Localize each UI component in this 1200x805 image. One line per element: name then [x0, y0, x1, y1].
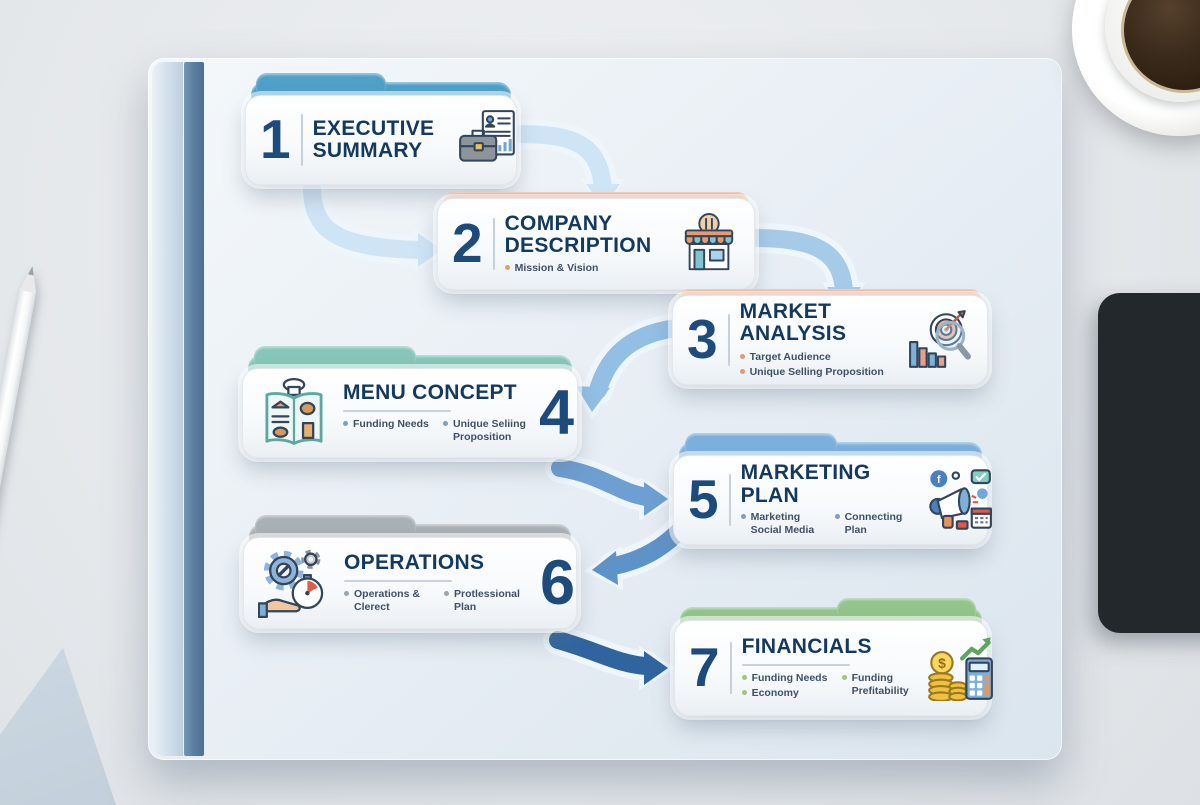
- svg-text:f: f: [937, 474, 941, 486]
- bullet-dot: [741, 689, 747, 695]
- coins-calculator-icon: $: [926, 635, 994, 701]
- tablet-screen: [1111, 307, 1200, 619]
- bullet-item: Funding Needs: [343, 418, 429, 444]
- step-number: 1: [260, 108, 291, 171]
- bullet-dot: [741, 674, 747, 680]
- bullet-dot: [739, 368, 745, 374]
- bullet-dot: [443, 420, 448, 426]
- bullet-dot: [834, 514, 840, 520]
- gears-stopwatch-icon: [258, 548, 332, 618]
- step-card-operations: OPERATIONS Operations & Clerect Protless…: [243, 515, 577, 629]
- step-card-company-description: 2 COMPANY DESCRIPTION Mission & Vision: [437, 192, 755, 290]
- bullet-item: Funding Needs: [741, 672, 828, 685]
- bullet-item: Mission & Vision: [504, 262, 598, 275]
- bullet-dot: [841, 674, 847, 680]
- step-card-market-analysis: 3 MARKET ANALYSIS Target Audience Unique…: [672, 289, 988, 385]
- bullet-dot: [504, 264, 510, 270]
- step-title: OPERATIONS: [344, 551, 485, 575]
- megaphone-social-icon: f: [925, 468, 993, 532]
- bullet-item: Protlessional Plan: [444, 588, 530, 614]
- number-divider: [729, 642, 732, 694]
- bullet-item: Funding Prefitability: [841, 672, 916, 698]
- briefcase-document-icon: [455, 109, 521, 171]
- step-number: 2: [452, 212, 483, 275]
- board-spine-highlight: [152, 62, 183, 756]
- bullet-dot: [344, 590, 349, 596]
- step-title: EXECUTIVE SUMMARY: [312, 116, 435, 162]
- step-title: MARKET ANALYSIS: [739, 299, 847, 346]
- tablet: [1098, 293, 1200, 633]
- bullet-dot: [739, 353, 745, 359]
- title-rule: [343, 409, 451, 412]
- title-rule: [344, 579, 452, 582]
- bullet-item: Unique Seliing Proposition: [443, 418, 529, 444]
- storefront-icon: [678, 213, 740, 275]
- target-analysis-icon: [907, 309, 973, 371]
- step-title: COMPANY DESCRIPTION: [504, 211, 652, 258]
- step-number: 3: [687, 308, 718, 371]
- bullet-dot: [444, 590, 449, 596]
- bullet-item: Target Audience: [739, 351, 884, 364]
- step-title: MARKETING PLAN: [740, 461, 871, 507]
- stylus-pencil: [0, 264, 41, 645]
- board-spine: [184, 62, 204, 756]
- bullet-dot: [740, 514, 746, 520]
- step-number: 4: [539, 377, 575, 448]
- step-title: FINANCIALS: [741, 635, 872, 659]
- number-divider: [727, 314, 730, 366]
- step-number: 7: [689, 636, 720, 699]
- bullet-dot: [343, 420, 348, 426]
- bullet-item: Unique Selling Proposition: [739, 366, 884, 379]
- step-card-menu-concept: MENU CONCEPT Funding Needs Unique Seliin…: [242, 346, 578, 458]
- bullet-item: Economy: [741, 687, 828, 700]
- step-card-executive-summary: 1 EXECUTIVE SUMMARY: [245, 73, 517, 185]
- number-divider: [728, 474, 731, 526]
- step-number: 6: [540, 547, 576, 618]
- number-divider: [300, 114, 303, 166]
- number-divider: [492, 218, 495, 270]
- svg-text:$: $: [938, 655, 946, 671]
- step-title: MENU CONCEPT: [343, 381, 517, 405]
- bullet-item: Operations & Clerect: [344, 588, 430, 614]
- bullet-item: Marketing Social Media: [740, 511, 821, 537]
- step-card-marketing-plan: 5 MARKETING PLAN Marketing Social Media …: [673, 433, 992, 545]
- step-number: 5: [688, 468, 719, 531]
- step-card-financials: 7 FINANCIALS Funding Needs Economy Fundi…: [674, 598, 993, 716]
- bullet-item: Connecting Plan: [834, 511, 915, 537]
- menu-book-icon: [257, 378, 331, 448]
- title-rule: [741, 663, 850, 666]
